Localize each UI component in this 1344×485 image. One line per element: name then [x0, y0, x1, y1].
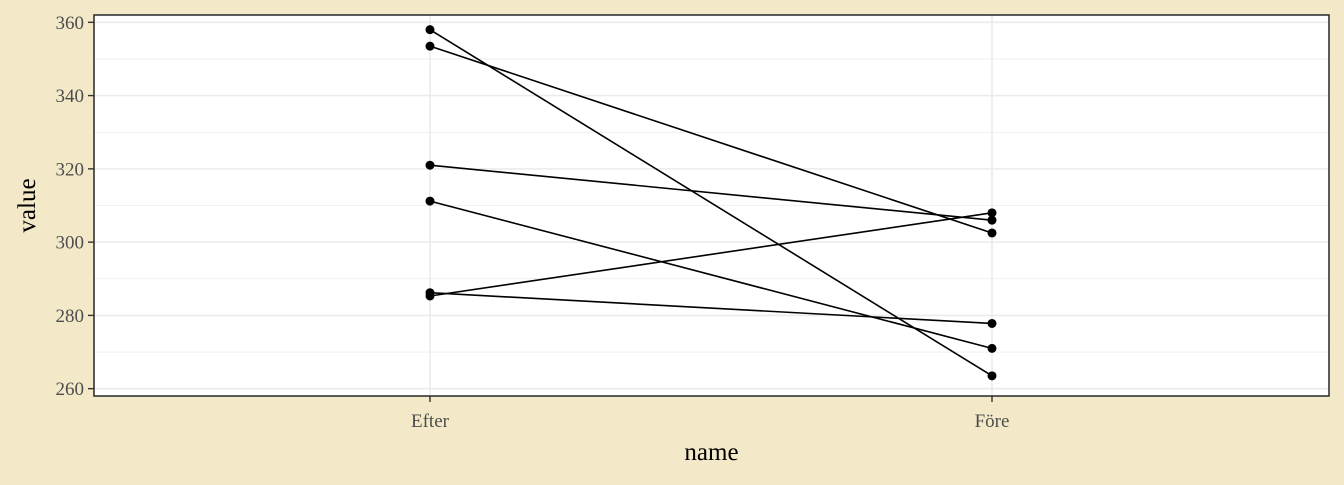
x-tick-label: Efter	[411, 411, 450, 432]
data-point	[425, 160, 435, 170]
series-line-2	[429, 45, 993, 234]
data-point	[987, 343, 997, 353]
x-axis-title: name	[684, 439, 738, 466]
data-point	[987, 318, 997, 328]
data-point	[425, 41, 435, 51]
series-line-6	[429, 212, 993, 297]
data-point	[987, 228, 997, 238]
data-point	[987, 371, 997, 381]
y-axis: 260 280 300 320 340 360	[56, 13, 94, 400]
series-lines	[429, 28, 993, 377]
y-axis-title: value	[14, 178, 41, 232]
y-tick-label: 260	[56, 379, 85, 400]
series-line-5	[429, 291, 993, 325]
series-line-3	[429, 164, 993, 221]
data-point	[425, 291, 435, 301]
y-tick-label: 300	[56, 233, 85, 254]
panel-border	[93, 14, 1330, 397]
x-axis: Efter Före	[411, 396, 1009, 432]
series-line-4	[429, 200, 993, 350]
data-point	[425, 196, 435, 206]
grid-layer	[94, 15, 1329, 396]
data-point	[987, 215, 997, 225]
y-tick-label: 340	[56, 86, 85, 107]
data-point	[425, 25, 435, 35]
y-tick-label: 320	[56, 159, 85, 180]
x-tick-label: Före	[975, 411, 1010, 432]
series-points	[425, 25, 997, 381]
data-point	[987, 208, 997, 218]
y-tick-label: 360	[56, 13, 85, 34]
y-tick-label: 280	[56, 306, 85, 327]
